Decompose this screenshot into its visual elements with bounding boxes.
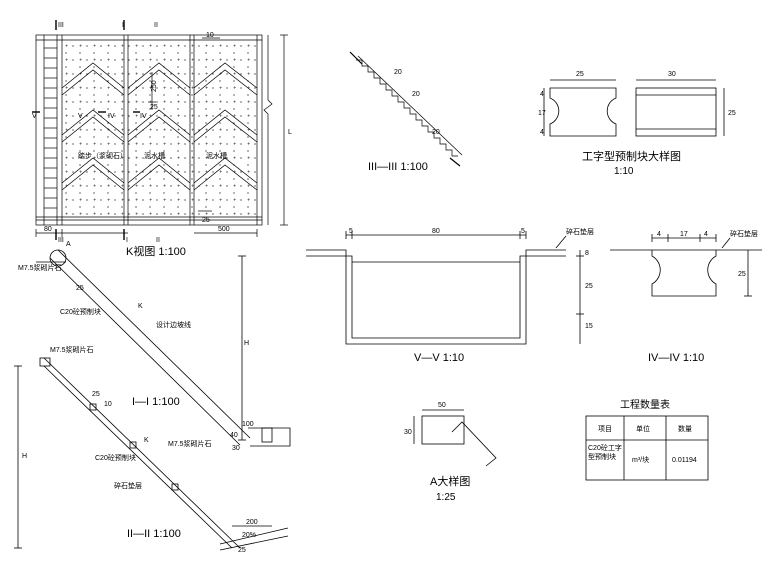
section-i-dim-H: H xyxy=(244,340,249,347)
section-ii-dim-10: 10 xyxy=(104,401,112,408)
v-h8: 8 xyxy=(585,250,589,257)
section-i-m75-top: M7.5浆砌片石 xyxy=(18,263,62,272)
v-note: 碎石垫层 xyxy=(566,227,594,236)
dim-25-bottom: 25 xyxy=(202,217,210,224)
v-h25: 25 xyxy=(585,283,593,290)
section-ii-drawing xyxy=(14,357,289,551)
section-i-title: I—I 1:100 xyxy=(132,396,180,408)
table-header-item: 项目 xyxy=(598,425,612,433)
quantity-table-title: 工程数量表 xyxy=(620,398,670,411)
detail-a-50: 50 xyxy=(438,402,446,409)
dim-80: 80 xyxy=(44,226,52,233)
block-h25: 25 xyxy=(728,110,736,117)
block-h4a: 4 xyxy=(540,91,544,98)
dim-25: 25 xyxy=(150,104,158,111)
section-v-drawing xyxy=(306,231,584,345)
section-ii-c20: C20砼预制块 xyxy=(95,453,136,462)
mark-iv-right: IV xyxy=(140,113,147,120)
section-i-c20: C20砼预制块 xyxy=(60,307,101,316)
table-cell-qty: 0.01194 xyxy=(672,457,697,464)
section-ii-title: II—II 1:100 xyxy=(127,528,181,540)
mark-iv-left: IV xyxy=(108,113,115,120)
v-w5a: 5 xyxy=(349,228,353,235)
section-v-title: V—V 1:10 xyxy=(414,352,464,364)
section-i-dim-100: 100 xyxy=(242,421,254,428)
label-rainwater-2: 泥水槽 xyxy=(206,151,227,160)
section-i-m75-bot: M7.5浆砌片石 xyxy=(168,439,212,448)
section-ii-dim-H: H xyxy=(22,453,27,460)
mark-ii-top: II xyxy=(154,22,158,29)
section-i-mark-k: K xyxy=(138,303,143,310)
section-iii-drawing xyxy=(349,51,463,167)
section-i-dim-30: 30 xyxy=(232,445,240,452)
table-cell-unit: m³/块 xyxy=(632,455,649,464)
block-detail-scale: 1:10 xyxy=(614,166,634,177)
section-ii-dim-25b: 25 xyxy=(238,547,246,554)
section-iv-title: IV—IV 1:10 xyxy=(648,352,704,364)
block-detail-drawing xyxy=(543,79,725,137)
iv-w4b: 4 xyxy=(704,231,708,238)
detail-a-scale: 1:25 xyxy=(436,492,456,503)
label-step: 踏步（浆砌石） xyxy=(78,151,127,160)
mark-ii-bot: II xyxy=(156,237,160,244)
quantity-table xyxy=(585,415,709,481)
block-w25: 25 xyxy=(576,71,584,78)
dim-L: L xyxy=(288,129,292,136)
section-iv-drawing xyxy=(610,234,762,297)
detail-a-drawing xyxy=(413,409,497,467)
iii-dim-20b: 20 xyxy=(412,91,420,98)
detail-a-title: A大样图 xyxy=(430,474,470,488)
section-ii-gravel: 碎石垫层 xyxy=(114,481,142,490)
dim-500: 500 xyxy=(218,226,230,233)
section-ii-m75: M7.5浆砌片石 xyxy=(50,345,94,354)
v-w80: 80 xyxy=(432,228,440,235)
iv-w4a: 4 xyxy=(657,231,661,238)
iii-dim-20a: 20 xyxy=(394,69,402,76)
section-iii-title: III—III 1:100 xyxy=(368,161,428,173)
section-ii-dim-25: 25 xyxy=(92,391,100,398)
k-view-plan xyxy=(32,20,288,240)
mark-v-right: V xyxy=(78,113,83,120)
k-view-title: K视图 1:100 xyxy=(126,244,186,258)
detail-a-30: 30 xyxy=(404,429,412,436)
section-ii-slope: 20% xyxy=(242,532,256,539)
iii-dim-20c: 20 xyxy=(432,129,440,136)
iv-w17: 17 xyxy=(680,231,688,238)
table-header-unit: 单位 xyxy=(636,424,650,433)
block-detail-title: 工字型预制块大样图 xyxy=(582,149,681,163)
section-ii-dim-200: 200 xyxy=(246,519,258,526)
mark-v-left: V xyxy=(32,113,37,120)
dim-250: 250 xyxy=(151,80,158,92)
mark-i-top: I xyxy=(122,22,124,29)
v-h15: 15 xyxy=(585,323,593,330)
section-i-dim-25: 25 xyxy=(76,285,84,292)
dim-10: 10 xyxy=(206,32,214,39)
k-view-text: III I II III I II V V IV IV 踏步（浆砌石） 泥水槽 … xyxy=(32,22,292,258)
block-w30: 30 xyxy=(668,71,676,78)
section-i-dim-40: 40 xyxy=(230,432,238,439)
section-i-slope: 设计边坡线 xyxy=(156,320,191,329)
section-i-drawing xyxy=(36,249,291,447)
mark-iii-bot: III xyxy=(58,237,64,244)
iv-h25: 25 xyxy=(738,271,746,278)
iv-note: 碎石垫层 xyxy=(730,229,758,238)
v-w5b: 5 xyxy=(521,228,525,235)
block-h4b: 4 xyxy=(540,129,544,136)
mark-iii-top: III xyxy=(58,22,64,29)
table-header-qty: 数量 xyxy=(678,424,692,433)
block-h17: 17 xyxy=(538,110,546,117)
section-ii-mark-k: K xyxy=(144,437,149,444)
table-cell-item: C20砼工字型预制块 xyxy=(588,445,622,461)
label-rainwater: 泥水槽 xyxy=(144,151,165,160)
mark-i-bot: I xyxy=(126,237,128,244)
section-i-mark-a: A xyxy=(66,241,71,248)
